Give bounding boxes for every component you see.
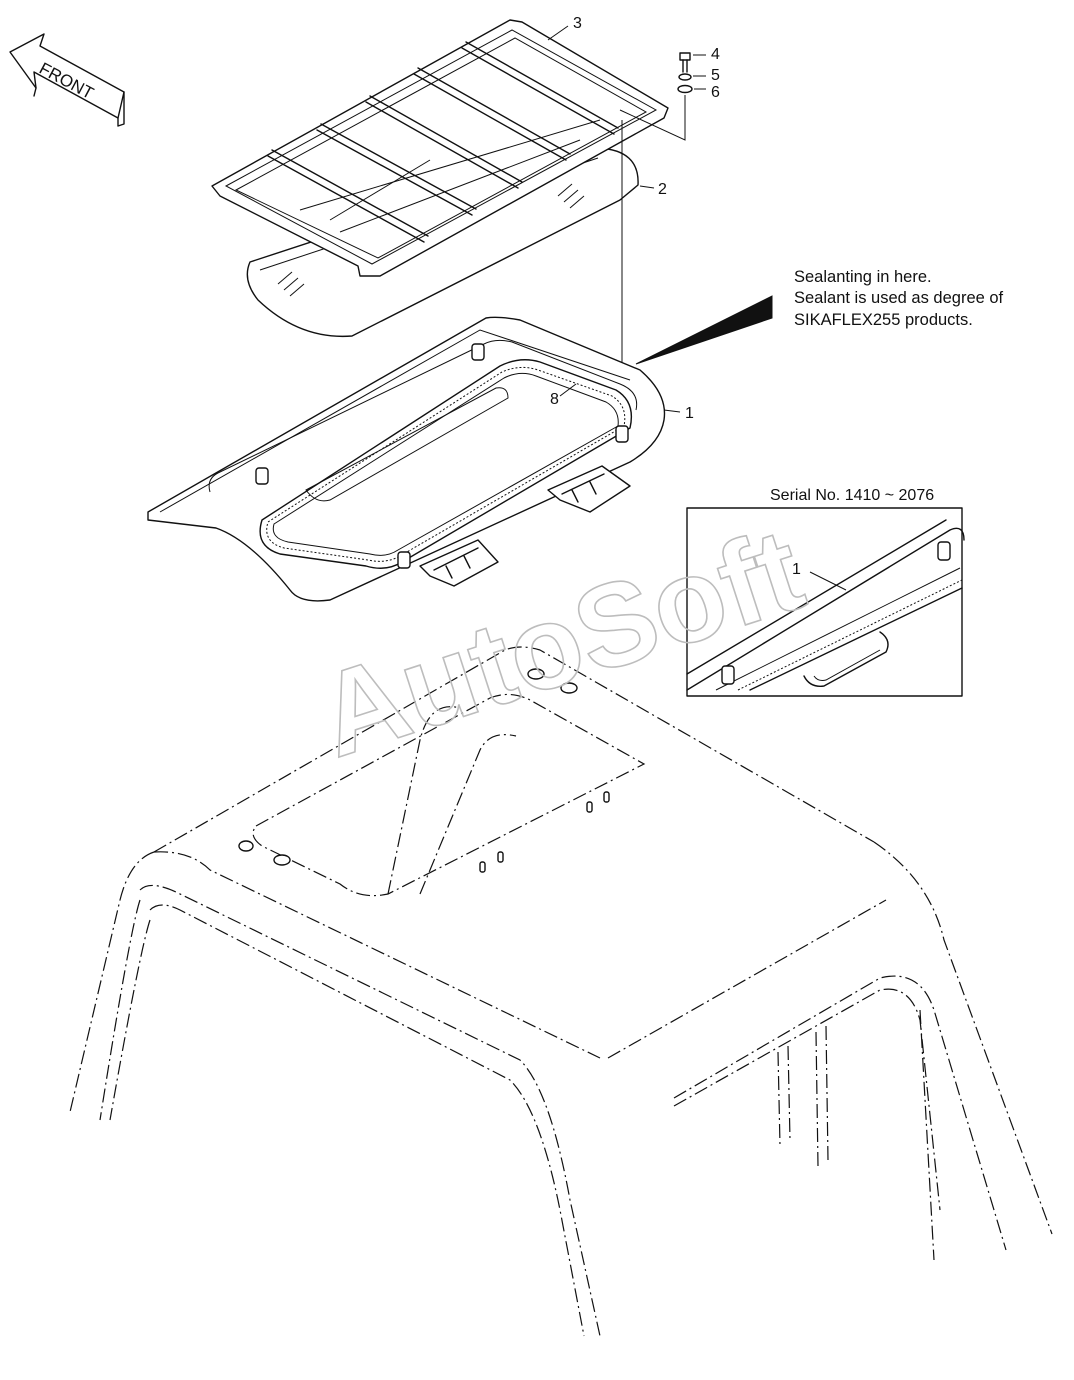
inset-detail: Serial No. 1410 ~ 2076 1 xyxy=(686,487,965,697)
hinge-left xyxy=(419,539,499,587)
note-line-1: Sealanting in here. xyxy=(794,268,932,286)
note-line-3: SIKAFLEX255 products. xyxy=(794,311,973,329)
callout-5: 5 xyxy=(711,67,720,84)
callout-8: 8 xyxy=(550,391,559,408)
cab-roof xyxy=(69,646,1053,1337)
callout-4: 4 xyxy=(711,46,720,63)
callout-1: 1 xyxy=(685,405,694,422)
callout-2: 2 xyxy=(658,181,667,198)
glass-hatch-right xyxy=(557,183,585,209)
sealant-pointer xyxy=(635,295,773,365)
callout-3: 3 xyxy=(573,15,582,32)
fasteners xyxy=(619,52,706,141)
hatch-frame xyxy=(147,316,666,602)
callout-6: 6 xyxy=(711,84,720,101)
note-line-2: Sealant is used as degree of xyxy=(794,289,1004,307)
front-arrow: FRONT xyxy=(9,33,125,127)
frame-bosses xyxy=(255,343,629,569)
roof-guard xyxy=(211,19,669,277)
hinge-right xyxy=(547,465,631,513)
guard-inner-grid xyxy=(299,119,601,233)
callouts: 3 4 5 6 2 1 8 xyxy=(547,15,720,422)
inset-title: Serial No. 1410 ~ 2076 xyxy=(770,487,934,504)
sealant-note: Sealanting in here. Sealant is used as d… xyxy=(794,268,1004,329)
inset-callout-1: 1 xyxy=(792,561,801,578)
glass-hatch-left xyxy=(277,271,305,297)
guard-bars xyxy=(267,41,619,243)
